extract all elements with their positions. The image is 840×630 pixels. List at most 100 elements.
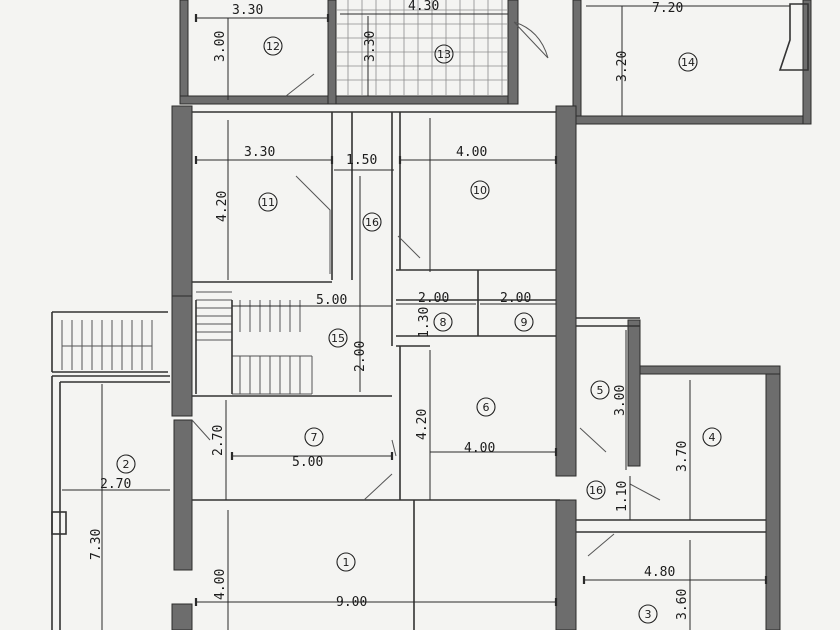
dim-12-width: 3.30 xyxy=(232,3,263,18)
partitions-6-7-1 xyxy=(192,346,560,630)
wall-bottom-12 xyxy=(179,95,341,105)
room-marker-3: 3 xyxy=(638,604,658,624)
dim-9-width: 2.00 xyxy=(500,291,531,306)
room-marker-9: 9 xyxy=(514,312,534,332)
room-marker-10: 10 xyxy=(470,180,490,200)
room-marker-6: 6 xyxy=(476,397,496,417)
svg-text:6: 6 xyxy=(483,401,490,414)
room-marker-5: 5 xyxy=(590,380,610,400)
wall-east-annex xyxy=(765,365,781,630)
door-swing-3 xyxy=(587,533,615,557)
svg-text:2: 2 xyxy=(123,458,130,471)
wall-13-right xyxy=(507,0,519,105)
room-marker-16a: 16 xyxy=(362,212,382,232)
wall-5-4 xyxy=(627,319,641,467)
wall-east-lower xyxy=(555,499,577,630)
wall-east-main xyxy=(555,105,577,477)
room-marker-14: 14 xyxy=(678,52,698,72)
wall-left-14 xyxy=(572,0,582,123)
top-wing: 3.30 3.00 4.30 3.30 7.20 3.20 xyxy=(179,0,812,125)
dim-13-width: 4.30 xyxy=(408,0,439,14)
room2-walls xyxy=(51,375,170,630)
room-marker-7: 7 xyxy=(304,427,324,447)
partitions-8-9 xyxy=(192,269,556,347)
svg-text:15: 15 xyxy=(331,332,345,345)
dim-2-height: 7.30 xyxy=(89,529,104,560)
room-marker-4: 4 xyxy=(702,427,722,447)
tile-grid-13 xyxy=(336,0,508,96)
dim-8-height: 1.30 xyxy=(417,307,432,338)
stair-14 xyxy=(778,3,809,71)
dimensions-annex: 3.00 3.70 1.10 4.80 3.60 xyxy=(582,330,768,630)
dim-1-height: 4.00 xyxy=(213,569,228,600)
door-swing-12 xyxy=(285,73,315,97)
svg-text:12: 12 xyxy=(266,40,280,53)
room-marker-1: 1 xyxy=(336,552,356,572)
dim-stair-height: 2.00 xyxy=(353,341,368,372)
dim-12-height: 3.00 xyxy=(213,31,228,62)
dim-11-height: 4.20 xyxy=(215,191,230,222)
svg-text:1: 1 xyxy=(343,556,350,569)
dim-7-height: 2.70 xyxy=(211,425,226,456)
svg-text:16: 16 xyxy=(589,484,603,497)
room-markers: 12 13 14 11 16 10 15 8 xyxy=(116,36,722,624)
stair-left-treads xyxy=(61,320,153,370)
wall-west-lower xyxy=(173,419,193,571)
dim-4-height: 3.70 xyxy=(675,441,690,472)
dim-16b-height: 1.10 xyxy=(615,481,630,512)
dim-6-width: 4.00 xyxy=(464,441,495,456)
wall-left-12 xyxy=(179,0,189,105)
dim-6-height: 4.20 xyxy=(415,409,430,440)
dimensions-main: 3.30 4.20 1.50 4.00 5.00 2.00 2.00 2.00 … xyxy=(194,118,558,630)
dim-5-height: 3.00 xyxy=(613,385,628,416)
door-swing-16b xyxy=(629,483,661,501)
room-marker-16b: 16 xyxy=(586,480,606,500)
svg-text:5: 5 xyxy=(597,384,604,397)
partitions-annex xyxy=(576,317,766,533)
main-stairs xyxy=(195,291,313,395)
partitions-corridor xyxy=(331,112,401,346)
dim-13-height: 3.30 xyxy=(363,31,378,62)
room-marker-8: 8 xyxy=(433,312,453,332)
wall-west-mid xyxy=(171,295,193,417)
room-marker-15: 15 xyxy=(328,328,348,348)
svg-text:7: 7 xyxy=(311,431,318,444)
wall-west-upper xyxy=(171,105,193,307)
dim-3-height: 3.60 xyxy=(675,589,690,620)
dim-2-width: 2.70 xyxy=(100,477,131,492)
dim-1-width: 9.00 xyxy=(336,595,367,610)
dim-11-width: 3.30 xyxy=(244,145,275,160)
wall-west-bottom xyxy=(171,603,193,630)
room-marker-11: 11 xyxy=(258,192,278,212)
dim-7-width: 5.00 xyxy=(292,455,323,470)
wall-12-13 xyxy=(327,0,337,105)
main-walls xyxy=(171,105,781,630)
svg-text:16: 16 xyxy=(365,216,379,229)
svg-text:8: 8 xyxy=(440,316,447,329)
room-marker-12: 12 xyxy=(263,36,283,56)
svg-text:9: 9 xyxy=(521,316,528,329)
dim-14-width: 7.20 xyxy=(652,1,683,16)
dim-stair-width: 5.00 xyxy=(316,293,347,308)
room2-fixture xyxy=(51,511,67,535)
door-swing-1 xyxy=(363,473,393,501)
door-swing-5 xyxy=(579,427,607,453)
wall-bottom-13 xyxy=(335,95,517,105)
door-swing-10 xyxy=(397,235,421,259)
stair-left-frame xyxy=(51,311,168,373)
svg-text:11: 11 xyxy=(261,196,275,209)
dim-corridor-width: 1.50 xyxy=(346,153,377,168)
door-swing-11 xyxy=(295,175,331,274)
svg-text:3: 3 xyxy=(645,608,652,621)
dim-3-width: 4.80 xyxy=(644,565,675,580)
dim-10-width: 4.00 xyxy=(456,145,487,160)
wall-right-14 xyxy=(802,0,812,125)
wall-bottom-14 xyxy=(572,115,810,125)
svg-text:13: 13 xyxy=(437,48,451,61)
svg-text:10: 10 xyxy=(473,184,487,197)
door-swing-7 xyxy=(191,419,211,441)
dim-14-height: 3.20 xyxy=(615,51,630,82)
svg-text:4: 4 xyxy=(709,431,716,444)
door-swing-13 xyxy=(513,21,549,59)
